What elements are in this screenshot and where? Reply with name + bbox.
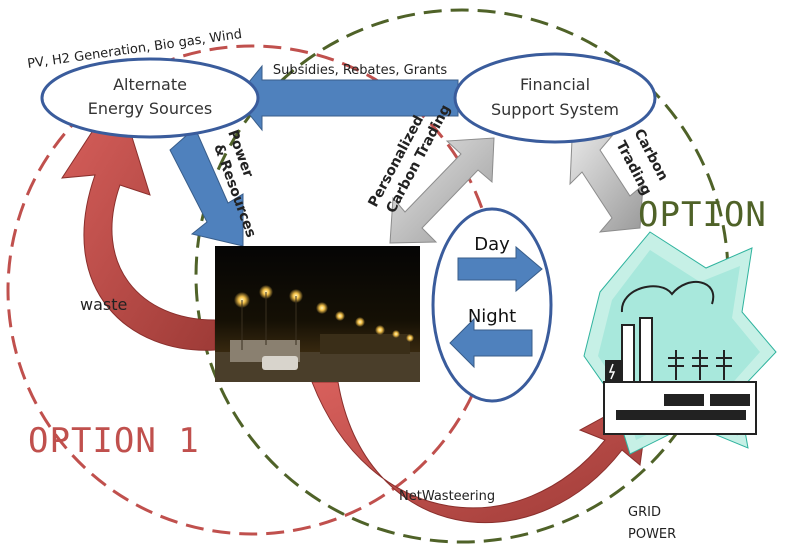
financial-support-label-line2: Support System bbox=[491, 100, 619, 119]
night-street-photo bbox=[215, 246, 420, 382]
net-metering-label: NetWasteering bbox=[399, 489, 495, 504]
alternate-energy-label-line1: Alternate bbox=[113, 75, 187, 94]
grid-power-label-line1: GRID bbox=[628, 505, 661, 520]
financial-support-node bbox=[453, 52, 657, 144]
personalized-carbon-double-arrow bbox=[389, 137, 495, 244]
option1-label: OPTION 1 bbox=[28, 421, 200, 461]
day-label: Day bbox=[474, 234, 510, 255]
waste-loop-arrow bbox=[61, 90, 216, 351]
alternate-energy-node bbox=[40, 57, 260, 139]
carbon-trading-double-arrow bbox=[569, 135, 644, 233]
day-arrow bbox=[457, 245, 543, 293]
alternate-energy-label-line2: Energy Sources bbox=[88, 99, 212, 118]
grid-power-label-line2: POWER bbox=[628, 527, 676, 542]
financial-support-label-line1: Financial bbox=[520, 75, 590, 94]
power-resources-arrow bbox=[169, 127, 244, 247]
option2-label: OPTION 2 bbox=[638, 195, 790, 235]
night-arrow bbox=[449, 317, 533, 369]
waste-label: waste bbox=[80, 295, 127, 314]
night-label: Night bbox=[468, 306, 516, 327]
subsidies-label: Subsidies, Rebates, Grants bbox=[273, 63, 448, 78]
power-plant-clipart bbox=[583, 231, 777, 455]
